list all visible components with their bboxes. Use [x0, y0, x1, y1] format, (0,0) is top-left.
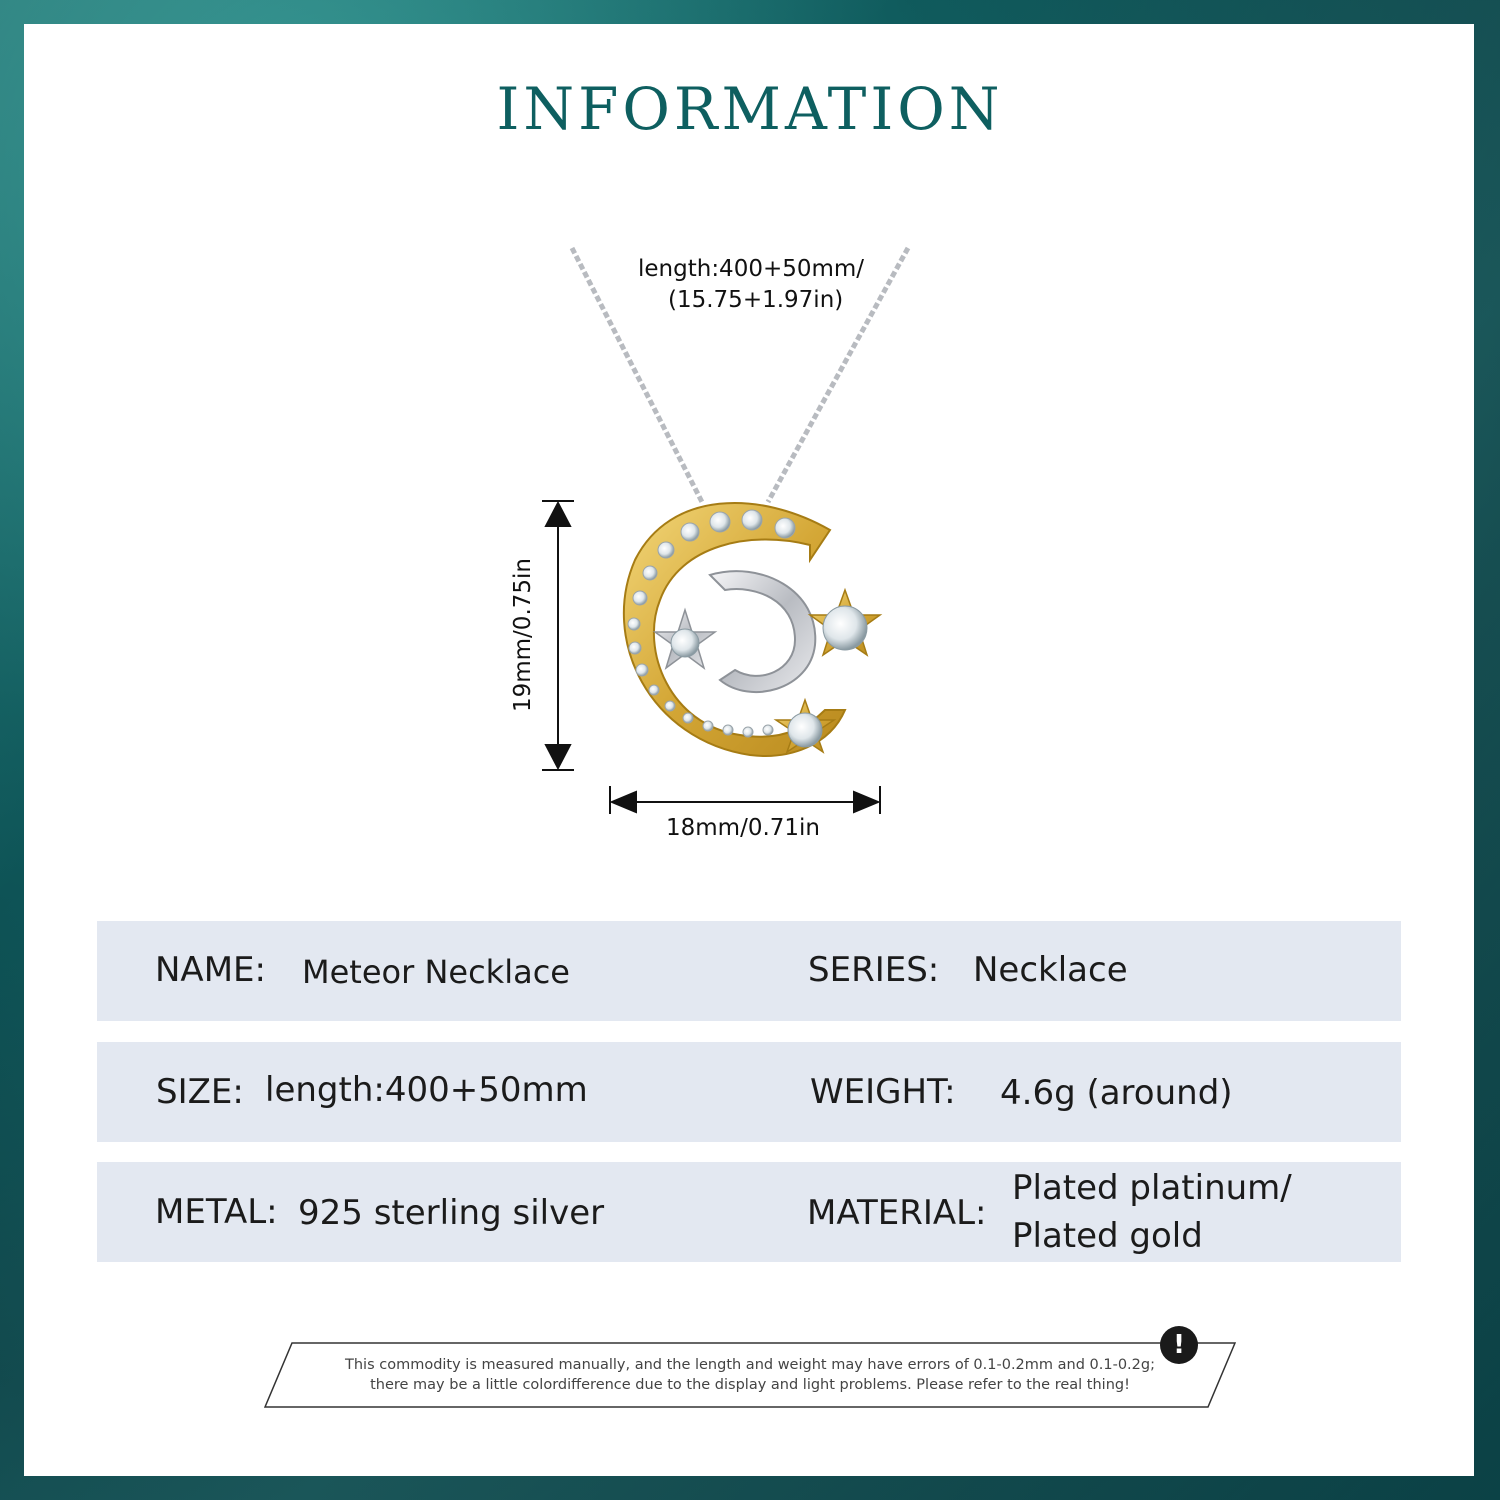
necklace-pendant-image	[569, 246, 911, 757]
size-value: length:400+50mm	[265, 1070, 588, 1110]
disclaimer-text: This commodity is measured manually, and…	[0, 1355, 1500, 1395]
disclaimer-line-2: there may be a little colordifference du…	[370, 1377, 1130, 1393]
series-label: SERIES:	[808, 950, 940, 990]
chain-length-label: length:400+50mm/	[638, 256, 865, 282]
spec-row-name	[97, 921, 1401, 1021]
name-label: NAME:	[155, 950, 266, 990]
metal-value: 925 sterling silver	[298, 1193, 605, 1233]
disclaimer-line-1: This commodity is measured manually, and…	[345, 1357, 1155, 1373]
width-dimension-label: 18mm/0.71in	[666, 815, 821, 841]
series-value: Necklace	[973, 950, 1128, 990]
material-value-line1: Plated platinum/	[1012, 1168, 1292, 1208]
spec-row-metal	[97, 1162, 1401, 1262]
material-label: MATERIAL:	[807, 1193, 987, 1233]
name-value: Meteor Necklace	[302, 953, 570, 991]
weight-value: 4.6g (around)	[1000, 1073, 1233, 1113]
chain-length-inches-label: (15.75+1.97in)	[668, 287, 844, 313]
height-dimension-label: 19mm/0.75in	[510, 558, 536, 713]
size-label: SIZE:	[156, 1072, 244, 1112]
spec-row-size	[97, 1042, 1401, 1142]
metal-label: METAL:	[155, 1192, 278, 1232]
page-title: INFORMATION	[496, 75, 1004, 143]
material-value-line2: Plated gold	[1012, 1216, 1203, 1256]
notice-frame	[264, 1342, 1236, 1408]
weight-label: WEIGHT:	[810, 1072, 956, 1112]
exclamation-icon: !	[1160, 1326, 1198, 1364]
